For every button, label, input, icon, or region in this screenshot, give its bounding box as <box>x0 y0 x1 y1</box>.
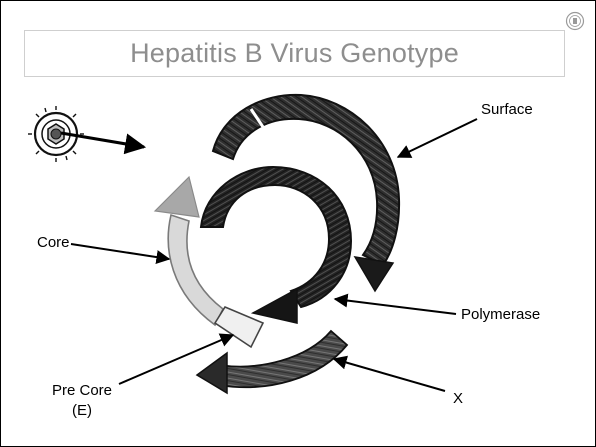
polymerase-callout-line <box>335 299 456 314</box>
pre-core-label-line1: Pre Core <box>41 381 123 401</box>
surface-label: Surface <box>481 101 533 118</box>
x-label: X <box>453 390 463 407</box>
polymerase-label: Polymerase <box>461 306 540 323</box>
pre-core-label-line2: (E) <box>41 401 123 421</box>
polymerase-segment <box>201 167 351 323</box>
x-callout-line <box>334 359 445 391</box>
pre-core-label: Pre Core (E) <box>41 381 123 421</box>
core-callout-line <box>71 244 169 259</box>
surface-callout-line <box>398 119 477 157</box>
core-label: Core <box>37 234 70 251</box>
